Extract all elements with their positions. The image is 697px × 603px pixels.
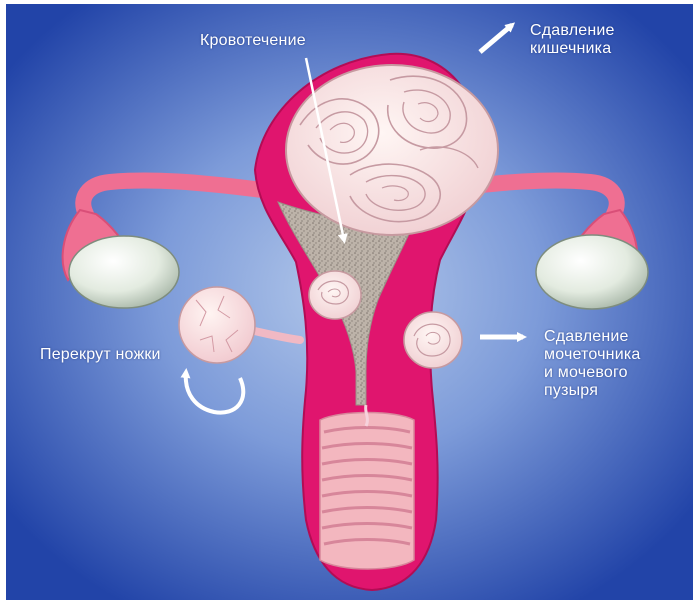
bleeding-label-text: Кровотечение — [200, 32, 306, 50]
bowel-pressure-line-2: кишечника — [530, 40, 615, 58]
large-fibroid — [286, 65, 498, 235]
bowel-pressure-label: Сдавление кишечника — [530, 22, 615, 58]
submucous-fibroid — [309, 271, 361, 319]
ureter-pressure-line-2: мочеточника — [544, 346, 641, 364]
ureter-pressure-line-4: пузыря — [544, 382, 641, 400]
ureter-pressure-line-3: и мочевого — [544, 364, 641, 382]
cervix — [320, 405, 414, 569]
ureter-pressure-label: Сдавление мочеточника и мочевого пузыря — [544, 328, 641, 400]
bowel-pressure-line-1: Сдавление — [530, 22, 615, 40]
subserous-fibroid — [404, 312, 462, 368]
torsion-label: Перекрут ножки — [40, 346, 161, 364]
torsion-label-text: Перекрут ножки — [40, 346, 161, 364]
ureter-pressure-line-1: Сдавление — [544, 328, 641, 346]
right-ovary — [536, 235, 648, 309]
bleeding-label: Кровотечение — [200, 32, 306, 50]
left-ovary — [69, 236, 179, 308]
